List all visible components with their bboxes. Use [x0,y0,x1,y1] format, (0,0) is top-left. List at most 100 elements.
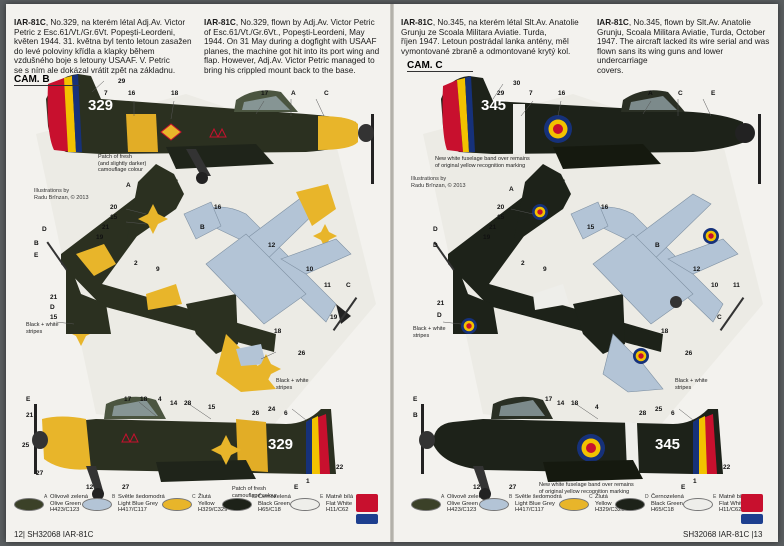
callout: E [26,396,31,403]
description-en: IAR-81C, No.329, flown by Adj.Av. Victor… [204,18,380,75]
callout: 12 [268,242,276,249]
callout: D [42,226,47,233]
description-cz: IAR-81C, No.329, na kterém létal Adj.Av.… [14,18,192,75]
callout: 28 [184,400,192,407]
callout: C [346,282,351,289]
callout: A [509,186,514,193]
callout: 14 [170,400,178,407]
callout: E [34,252,39,259]
callout: 7 [104,90,108,97]
callout: 14 [557,400,565,407]
callout: 15 [587,224,595,231]
serial-number: 345 [481,97,507,114]
callout: E [711,90,716,97]
book-gutter [390,4,394,542]
callout: 6 [671,410,675,417]
callout: 26 [298,350,306,357]
callout: 20 [110,204,118,211]
callout: 26 [685,350,693,357]
callout: 17 [261,90,269,97]
side-profile-329 [46,74,374,184]
callout: 16 [558,90,566,97]
callout: 18 [571,400,579,407]
callout: 20 [497,204,505,211]
callout: 27 [36,470,44,477]
callout: 17 [545,396,553,403]
callout: 28 [639,410,647,417]
callout: 15 [110,214,118,221]
right-page: IAR-81C, No.345, na kterém létal Slt.Av.… [393,4,778,542]
callout: A [126,182,131,189]
callout: C [717,314,722,321]
callout: B [413,412,418,419]
callout: 18 [661,328,669,335]
callout-lines-right [442,83,712,421]
description-en: IAR-81C, No.345, flown by Slt.Av. Anatol… [597,18,770,75]
callout: 24 [268,406,276,413]
callout: 27 [122,484,130,491]
side-profile-345-starboard [419,396,723,500]
callout: 21 [489,224,497,231]
callout: 10 [306,266,314,273]
callout: 10 [711,282,719,289]
callout: 26 [252,410,260,417]
callout: 19 [96,234,104,241]
callout: 18 [140,396,148,403]
underside-view-345 [570,193,745,393]
callout: 21 [26,412,34,419]
callout: 11 [324,282,331,289]
serial-number-starboard: 329 [268,436,294,453]
callout: 11 [733,282,740,289]
callout: 4 [158,396,162,403]
callout: 21 [437,300,445,307]
callout: C [324,90,329,97]
camouflage-label: CAM. B [14,74,80,86]
callout: D [433,226,438,233]
callout: E [413,396,418,403]
callout: C [678,90,683,97]
callout: 12 [86,484,94,491]
callout: 22 [336,464,344,471]
callout: 16 [214,204,222,211]
callout: 2 [521,260,525,267]
callout: D [50,304,55,311]
callout: B [200,224,205,231]
callout: 17 [124,396,132,403]
callout: 16 [601,204,609,211]
callout: 19 [330,314,338,321]
side-profile-345 [441,76,761,184]
callout: 25 [22,442,30,449]
top-view-329 [46,164,276,354]
callout: B [34,240,39,247]
callout: D [437,312,442,319]
callout: 6 [284,410,288,417]
callout: D [433,242,438,249]
callout: 15 [50,314,58,321]
callout: 2 [134,260,138,267]
page-footer-left: 12| SH32068 IAR-81C [14,530,94,539]
callout: 9 [543,266,547,273]
serial-number: 329 [88,97,114,114]
hobby-color-logo [356,494,378,512]
book-spread: IAR-81C, No.329, na kterém létal Adj.Av.… [6,4,778,542]
right-page-artwork [419,76,763,500]
callout: 22 [723,464,731,471]
callout: 21 [102,224,110,231]
camouflage-label: CAM. C [407,60,473,72]
description-cz: IAR-81C, No.345, na kterém létal Slt.Av.… [401,18,579,56]
callout: 15 [497,214,505,221]
gunze-logo [741,514,763,524]
callout: 16 [128,90,136,97]
callout: A [648,90,653,97]
callout: 19 [483,234,491,241]
serial-number-starboard: 345 [655,436,681,453]
